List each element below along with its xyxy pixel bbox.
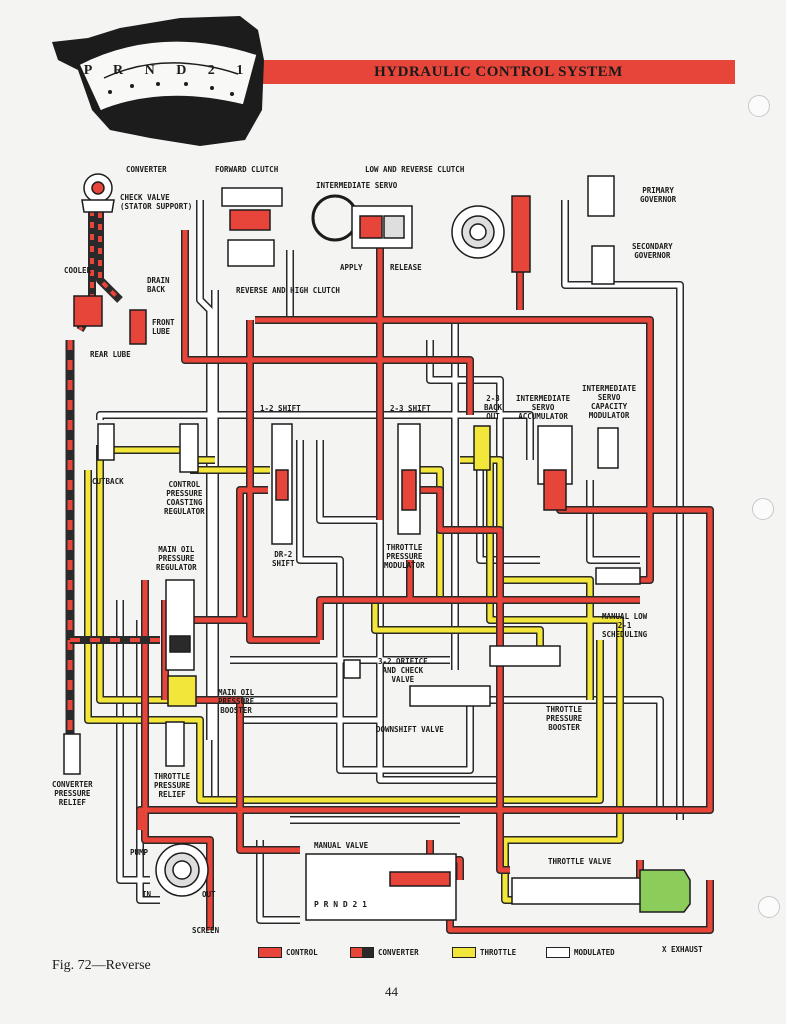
cooler-component [73, 295, 103, 327]
low-reverse-clutch-component [451, 195, 531, 273]
label-shift-23: 2-3 SHIFT [390, 404, 431, 413]
label-primary-governor: PRIMARY GOVERNOR [640, 186, 677, 204]
label-servo-accumulator: INTERMEDIATE SERVO ACCUMULATOR [516, 394, 571, 421]
label-main-oil-booster: MAIN OIL PRESSURE BOOSTER [218, 688, 255, 715]
label-downshift-valve: DOWNSHIFT VALVE [376, 725, 444, 734]
header-bar [262, 60, 735, 84]
pump-component [155, 843, 209, 897]
label-throttle-pressure-booster: THROTTLE PRESSURE BOOSTER [546, 705, 583, 732]
punch-hole-bottom [758, 896, 780, 918]
legend-swatch-control [258, 947, 282, 958]
components [63, 173, 691, 921]
punch-hole-middle [752, 498, 774, 520]
label-reverse-high-clutch: REVERSE AND HIGH CLUTCH [236, 286, 340, 295]
shift-23-valve [397, 423, 421, 535]
orifice-check-valve [343, 659, 361, 679]
legend-swatch-throttle [452, 947, 476, 958]
front-lube-component [129, 309, 147, 345]
label-manual-low-scheduling: MANUAL LOW 2-1 SCHEDULING [602, 612, 648, 639]
forward-clutch-component [221, 187, 283, 267]
label-pump: PUMP [130, 848, 149, 857]
page-title: HYDRAULIC CONTROL SYSTEM [374, 64, 623, 80]
throttle-relief-valve [165, 721, 185, 767]
capacity-modulator-valve [597, 427, 619, 469]
punch-hole-top [748, 95, 770, 117]
gear-selector-emblem: P R N D 2 1 [52, 16, 264, 146]
legend-label-throttle: THROTTLE [480, 948, 517, 957]
label-release: RELEASE [390, 263, 422, 272]
label-throttle-valve: THROTTLE VALVE [548, 857, 612, 866]
governor-components [587, 175, 615, 285]
throttle-booster-valve [489, 645, 561, 667]
label-shift-12: 1-2 SHIFT [260, 404, 301, 413]
converter-component [81, 173, 115, 213]
selector-letters: P R N D 2 1 [84, 63, 253, 78]
label-throttle-relief: THROTTLE PRESSURE RELIEF [154, 772, 191, 799]
label-coasting-regulator: CONTROL PRESSURE COASTING REGULATOR [164, 480, 205, 516]
main-oil-regulator-valve [165, 579, 195, 671]
converter-relief-valve [63, 733, 81, 775]
label-dr2-shift: DR-2 SHIFT [272, 550, 295, 568]
label-throttle-pressure-modulator: THROTTLE PRESSURE MODULATOR [384, 543, 425, 570]
label-cooler: COOLER [64, 266, 92, 275]
legend-label-control: CONTROL [286, 948, 318, 957]
throttle-valve-component [511, 869, 691, 913]
page-number: 44 [385, 984, 398, 999]
label-orifice-check-valve: 3-2 ORIFICE AND CHECK VALVE [378, 657, 428, 684]
cutback-valve [97, 423, 115, 461]
label-manual-valve: MANUAL VALVE [314, 841, 369, 850]
label-rear-lube: REAR LUBE [90, 350, 131, 359]
label-screen: SCREEN [192, 926, 220, 935]
accumulator-valve [537, 425, 573, 511]
legend-label-exhaust: X EXHAUST [662, 945, 703, 954]
label-low-reverse-clutch: LOW AND REVERSE CLUTCH [365, 165, 465, 174]
label-cutback: CUTBACK [92, 477, 124, 486]
label-pump-in: IN [142, 890, 152, 899]
label-backout-23: 2-3 BACK OUT [484, 394, 503, 421]
label-drain-back: DRAIN BACK [147, 276, 170, 294]
label-capacity-modulator: INTERMEDIATE SERVO CAPACITY MODULATOR [582, 384, 637, 420]
label-manual-valve-positions: P R N D 2 1 [314, 900, 367, 909]
label-front-lube: FRONT LUBE [152, 318, 175, 336]
label-pump-out: OUT [202, 890, 216, 899]
manual-low-valve [595, 567, 641, 585]
legend-label-modulated: MODULATED [574, 948, 615, 957]
label-check-valve: CHECK VALVE (STATOR SUPPORT) [120, 193, 193, 211]
backout-23-valve [473, 425, 491, 471]
label-secondary-governor: SECONDARY GOVERNOR [632, 242, 673, 260]
label-converter-relief: CONVERTER PRESSURE RELIEF [52, 780, 93, 807]
legend-swatch-converter [350, 947, 374, 958]
legend-swatch-modulated [546, 947, 570, 958]
coasting-regulator-valve [179, 423, 199, 473]
legend-label-converter: CONVERTER [378, 948, 419, 957]
label-main-oil-regulator: MAIN OIL PRESSURE REGULATOR [156, 545, 197, 572]
label-forward-clutch: FORWARD CLUTCH [215, 165, 279, 174]
main-oil-booster-valve [167, 675, 197, 707]
label-apply: APPLY [340, 263, 363, 272]
label-intermediate-servo: INTERMEDIATE SERVO [316, 181, 398, 190]
label-converter: CONVERTER [126, 165, 167, 174]
downshift-valve-component [409, 685, 491, 707]
manual-valve-component [305, 853, 457, 921]
shift-12-valve [271, 423, 293, 545]
figure-caption: Fig. 72—Reverse [52, 958, 151, 973]
intermediate-servo-component [311, 194, 413, 249]
